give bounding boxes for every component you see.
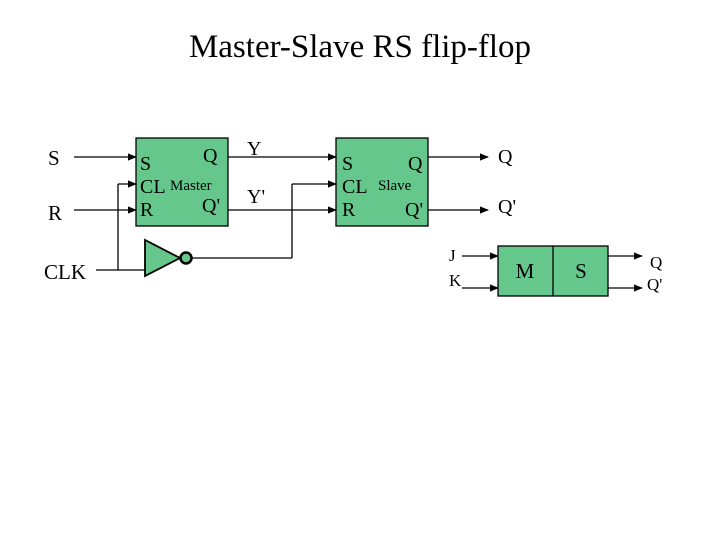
ms-qn-label: Q': [647, 275, 662, 294]
slave-name: Slave: [378, 178, 412, 194]
master-s-pin: S: [140, 153, 151, 175]
master-cl-pin: CL: [140, 176, 166, 198]
inverter-triangle: [144, 238, 182, 278]
ms-k-label: K: [449, 271, 462, 290]
ms-m-label: M: [516, 259, 535, 283]
slave-cl-pin: CL: [342, 176, 368, 198]
master-r-pin: R: [140, 199, 154, 221]
input-clk-label: CLK: [44, 260, 86, 284]
master-q-pin: Q: [203, 145, 218, 167]
input-s-label: S: [48, 146, 60, 170]
ms-q-label: Q: [650, 253, 662, 272]
ms-s-label: S: [575, 259, 587, 283]
yn-label: Y': [247, 186, 265, 208]
input-r-label: R: [48, 201, 62, 225]
master-qn-pin: Q': [202, 195, 220, 217]
master-name: Master: [170, 178, 212, 194]
diagram-title: Master-Slave RS flip-flop: [189, 29, 531, 65]
y-label: Y: [247, 138, 261, 160]
slave-qn-pin: Q': [405, 199, 423, 221]
slave-block: [335, 137, 429, 227]
slave-q-pin: Q: [408, 153, 423, 175]
output-q-label: Q: [498, 146, 513, 168]
inverter-bubble: [179, 251, 193, 265]
slave-r-pin: R: [342, 199, 356, 221]
slave-s-pin: S: [342, 153, 353, 175]
output-qn-label: Q': [498, 196, 516, 218]
ms-j-label: J: [449, 246, 456, 265]
